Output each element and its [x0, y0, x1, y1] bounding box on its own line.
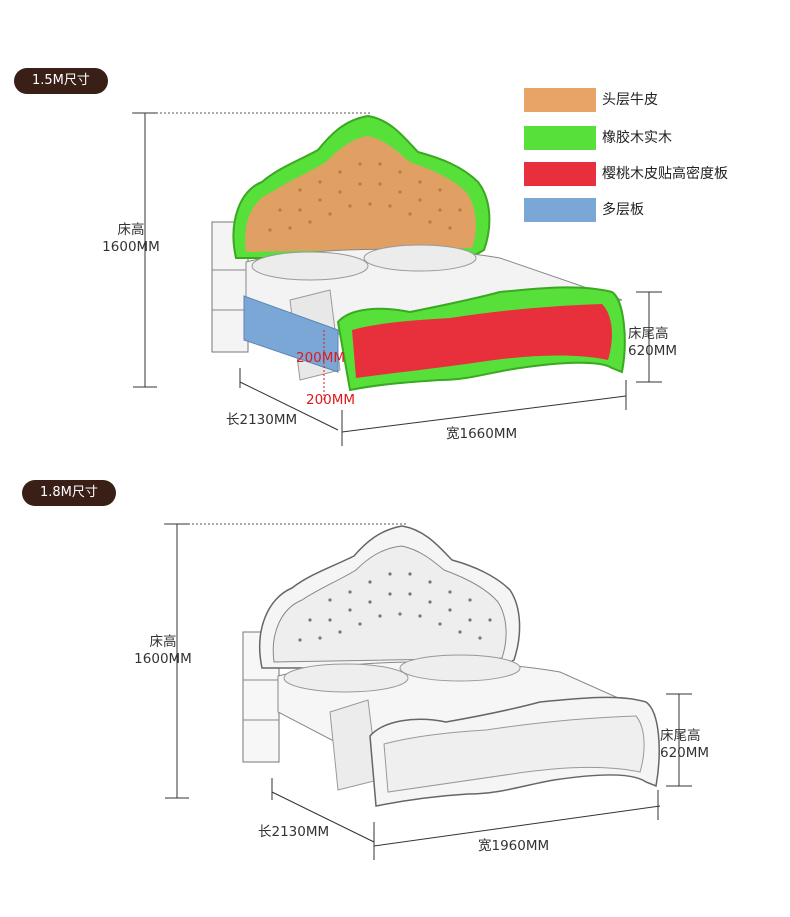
- side-dimension-b-1-5m: 200MM: [306, 392, 356, 408]
- legend-label-leather: 头层牛皮: [602, 92, 658, 108]
- legend-swatch-leather: [524, 88, 596, 112]
- side-dimension-a-1-5m: 200MM: [296, 350, 346, 366]
- bed-height-label-1-8m: 床高: [149, 634, 177, 650]
- legend-swatch-plywood: [524, 198, 596, 222]
- length-label-1-5m: 长2130MM: [226, 412, 298, 428]
- legend-label-cherry-veneer: 樱桃木皮贴高密度板: [602, 166, 728, 182]
- foot-height-value-1-5m: 620MM: [628, 343, 678, 359]
- bed-height-value-1-5m: 1600MM: [102, 239, 160, 255]
- bed-height-value-1-8m: 1600MM: [134, 651, 192, 667]
- legend-swatch-rubberwood: [524, 126, 596, 150]
- foot-height-label-1-8m: 床尾高: [660, 728, 701, 744]
- legend-swatch-cherry-veneer: [524, 162, 596, 186]
- bed-height-label-1-5m: 床高: [117, 222, 145, 238]
- bed-illustration-1-8m: [164, 523, 692, 860]
- length-label-1-8m: 长2130MM: [258, 824, 330, 840]
- legend-label-plywood: 多层板: [602, 202, 644, 218]
- width-label-1-5m: 宽1660MM: [446, 426, 518, 442]
- section-label-1-5m: 1.5M尺寸: [14, 68, 108, 94]
- section-label-1-8m: 1.8M尺寸: [22, 480, 116, 506]
- bed-illustration-1-5m: [132, 112, 662, 446]
- legend-label-rubberwood: 橡胶木实木: [602, 130, 672, 146]
- foot-height-label-1-5m: 床尾高: [628, 326, 669, 342]
- width-label-1-8m: 宽1960MM: [478, 838, 550, 854]
- foot-height-value-1-8m: 620MM: [660, 745, 710, 761]
